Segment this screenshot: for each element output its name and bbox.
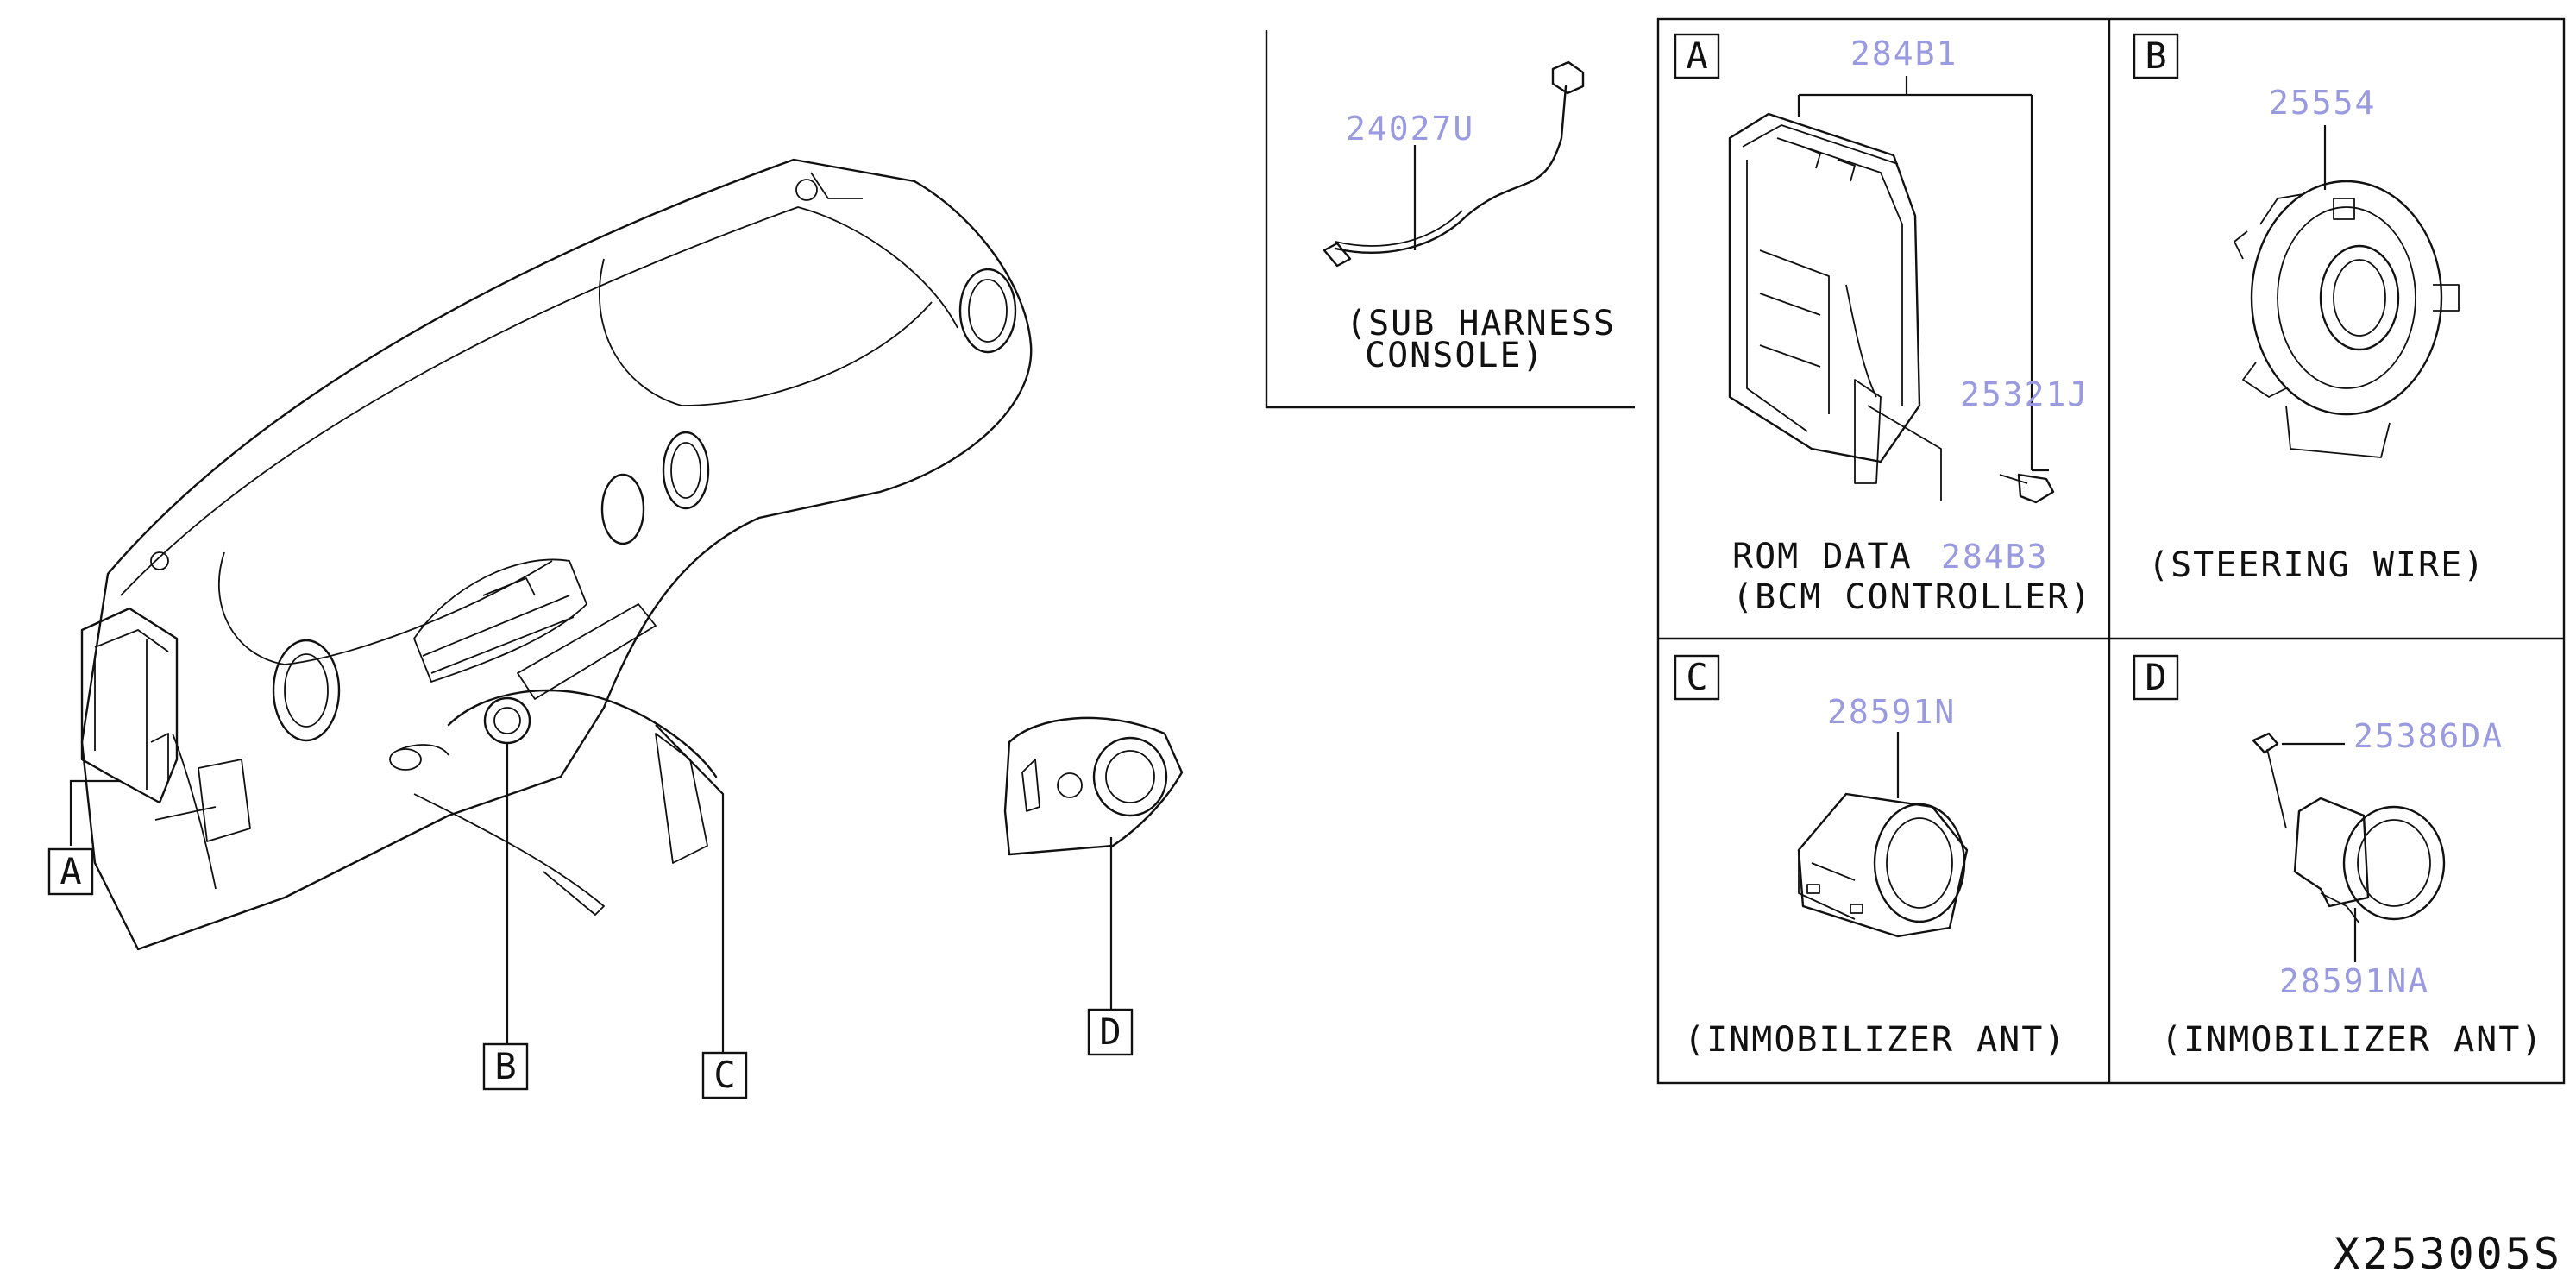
svg-text:B: B: [494, 1045, 516, 1087]
part-24027u: 24027U: [1346, 110, 1474, 148]
panel-b-steering-wire: B 25554 (STEERING WIRE): [2133, 33, 2485, 585]
callout-leaders: [69, 724, 1113, 1053]
callout-d: D: [1087, 1008, 1134, 1056]
sub-harness-section: 24027U (SUB HARNESS CONSOLE): [1265, 30, 1635, 409]
part-25321j: 25321J: [1960, 375, 2089, 413]
svg-text:D: D: [2145, 656, 2166, 698]
bcm-controller-name: (BCM CONTROLLER): [1732, 577, 2092, 617]
svg-text:A: A: [60, 850, 81, 892]
part-25386da: 25386DA: [2353, 717, 2504, 755]
part-25554: 25554: [2269, 84, 2376, 122]
panel-a-bcm-controller: A 284B1 25321J ROM DATA 284B3 (BCM CONTR…: [1674, 33, 2092, 617]
svg-text:A: A: [1686, 35, 1707, 77]
panel-c-inmobilizer-ant: C 28591N (INMOBILIZER ANT): [1674, 654, 2066, 1060]
instrument-panel-drawing: [80, 158, 1184, 951]
callout-b: B: [482, 1042, 529, 1091]
svg-text:C: C: [713, 1054, 735, 1096]
panel-d-inmobilizer-ant: D 25386DA 28591NA (INMOBILIZER ANT): [2133, 654, 2543, 1060]
rom-data-label: ROM DATA: [1732, 537, 1913, 576]
svg-text:B: B: [2145, 35, 2166, 77]
svg-text:D: D: [1099, 1011, 1121, 1053]
inmobilizer-ant-name-d: (INMOBILIZER ANT): [2161, 1020, 2543, 1060]
callout-c: C: [701, 1051, 748, 1099]
callout-a: A: [47, 847, 94, 896]
part-284b1: 284B1: [1850, 35, 1957, 72]
part-28591na: 28591NA: [2279, 962, 2429, 1000]
detail-grid: [1656, 17, 2566, 1085]
inmobilizer-ant-name-c: (INMOBILIZER ANT): [1684, 1020, 2066, 1060]
sub-harness-name-2: CONSOLE): [1365, 336, 1545, 375]
svg-text:C: C: [1686, 656, 1707, 698]
steering-wire-name: (STEERING WIRE): [2148, 545, 2485, 585]
sub-harness-name-1: (SUB HARNESS: [1346, 304, 1616, 343]
part-284b3: 284B3: [1941, 538, 2048, 576]
part-28591n: 28591N: [1827, 693, 1956, 731]
diagram-code: X253005S: [2334, 1229, 2562, 1279]
